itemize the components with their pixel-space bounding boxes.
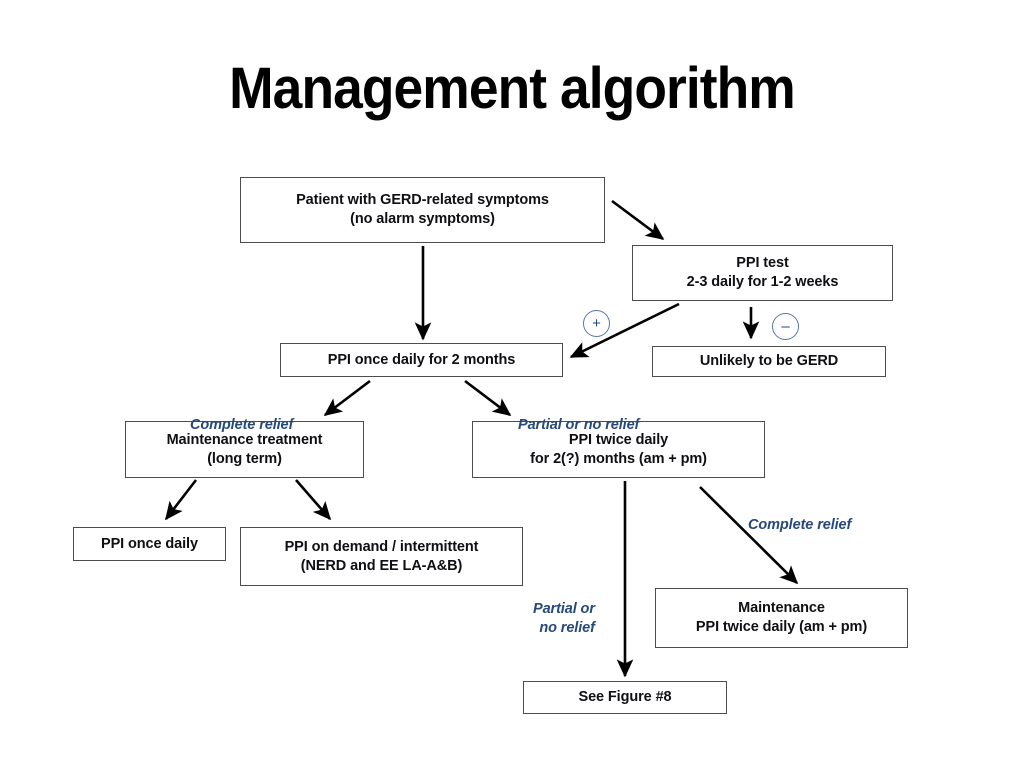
node-ppi-twice-daily-label: PPI twice daily for 2(?) months (am + pm… bbox=[530, 431, 707, 467]
node-maintenance-long-term-label: Maintenance treatment (long term) bbox=[166, 431, 323, 467]
arrow-start-to-ppi-test bbox=[611, 199, 665, 241]
badge-negative-symbol: – bbox=[781, 318, 790, 335]
arrow-to-ppi-on-demand bbox=[295, 479, 332, 521]
node-ppi-once-2mo[interactable]: PPI once daily for 2 months bbox=[280, 343, 563, 377]
node-unlikely-gerd[interactable]: Unlikely to be GERD bbox=[652, 346, 886, 377]
page-title: Management algorithm bbox=[229, 56, 796, 121]
arrow-to-ppi-once bbox=[164, 479, 198, 521]
badge-positive: + bbox=[583, 310, 610, 337]
badge-negative: – bbox=[772, 313, 799, 340]
node-maintenance-long-term[interactable]: Maintenance treatment (long term) bbox=[125, 421, 364, 478]
edge-label-partial-or-no-relief-2: Partial or no relief bbox=[533, 601, 595, 636]
node-ppi-test-label: PPI test 2-3 daily for 1-2 weeks bbox=[686, 255, 839, 290]
edge-label-partial-or-no-relief-1: Partial or no relief bbox=[518, 417, 640, 433]
node-unlikely-gerd-label: Unlikely to be GERD bbox=[699, 353, 839, 369]
node-maintenance-bid[interactable]: Maintenance PPI twice daily (am + pm) bbox=[655, 588, 908, 648]
node-see-figure-8[interactable]: See Figure #8 bbox=[523, 681, 727, 714]
node-maintenance-bid-label: Maintenance PPI twice daily (am + pm) bbox=[695, 600, 868, 635]
badge-positive-symbol: + bbox=[592, 315, 601, 332]
node-start-label: Patient with GERD-related symptoms (no a… bbox=[296, 192, 549, 227]
node-ppi-twice-daily[interactable]: PPI twice daily for 2(?) months (am + pm… bbox=[472, 421, 765, 478]
node-ppi-once-daily[interactable]: PPI once daily bbox=[73, 527, 226, 561]
node-ppi-on-demand[interactable]: PPI on demand / intermittent (NERD and E… bbox=[240, 527, 523, 586]
node-ppi-once-daily-label: PPI once daily bbox=[101, 535, 198, 552]
node-see-figure-8-label: See Figure #8 bbox=[578, 689, 672, 705]
edge-label-complete-relief-2: Complete relief bbox=[748, 517, 852, 533]
node-ppi-on-demand-label: PPI on demand / intermittent (NERD and E… bbox=[284, 538, 479, 574]
node-ppi-test[interactable]: PPI test 2-3 daily for 1-2 weeks bbox=[632, 245, 893, 301]
arrow-to-maintenance-long bbox=[323, 379, 371, 417]
arrow-to-ppi-twice bbox=[464, 379, 512, 417]
node-ppi-once-2mo-label: PPI once daily for 2 months bbox=[327, 351, 516, 368]
edge-label-complete-relief-1: Complete relief bbox=[190, 417, 294, 433]
node-start[interactable]: Patient with GERD-related symptoms (no a… bbox=[240, 177, 605, 243]
